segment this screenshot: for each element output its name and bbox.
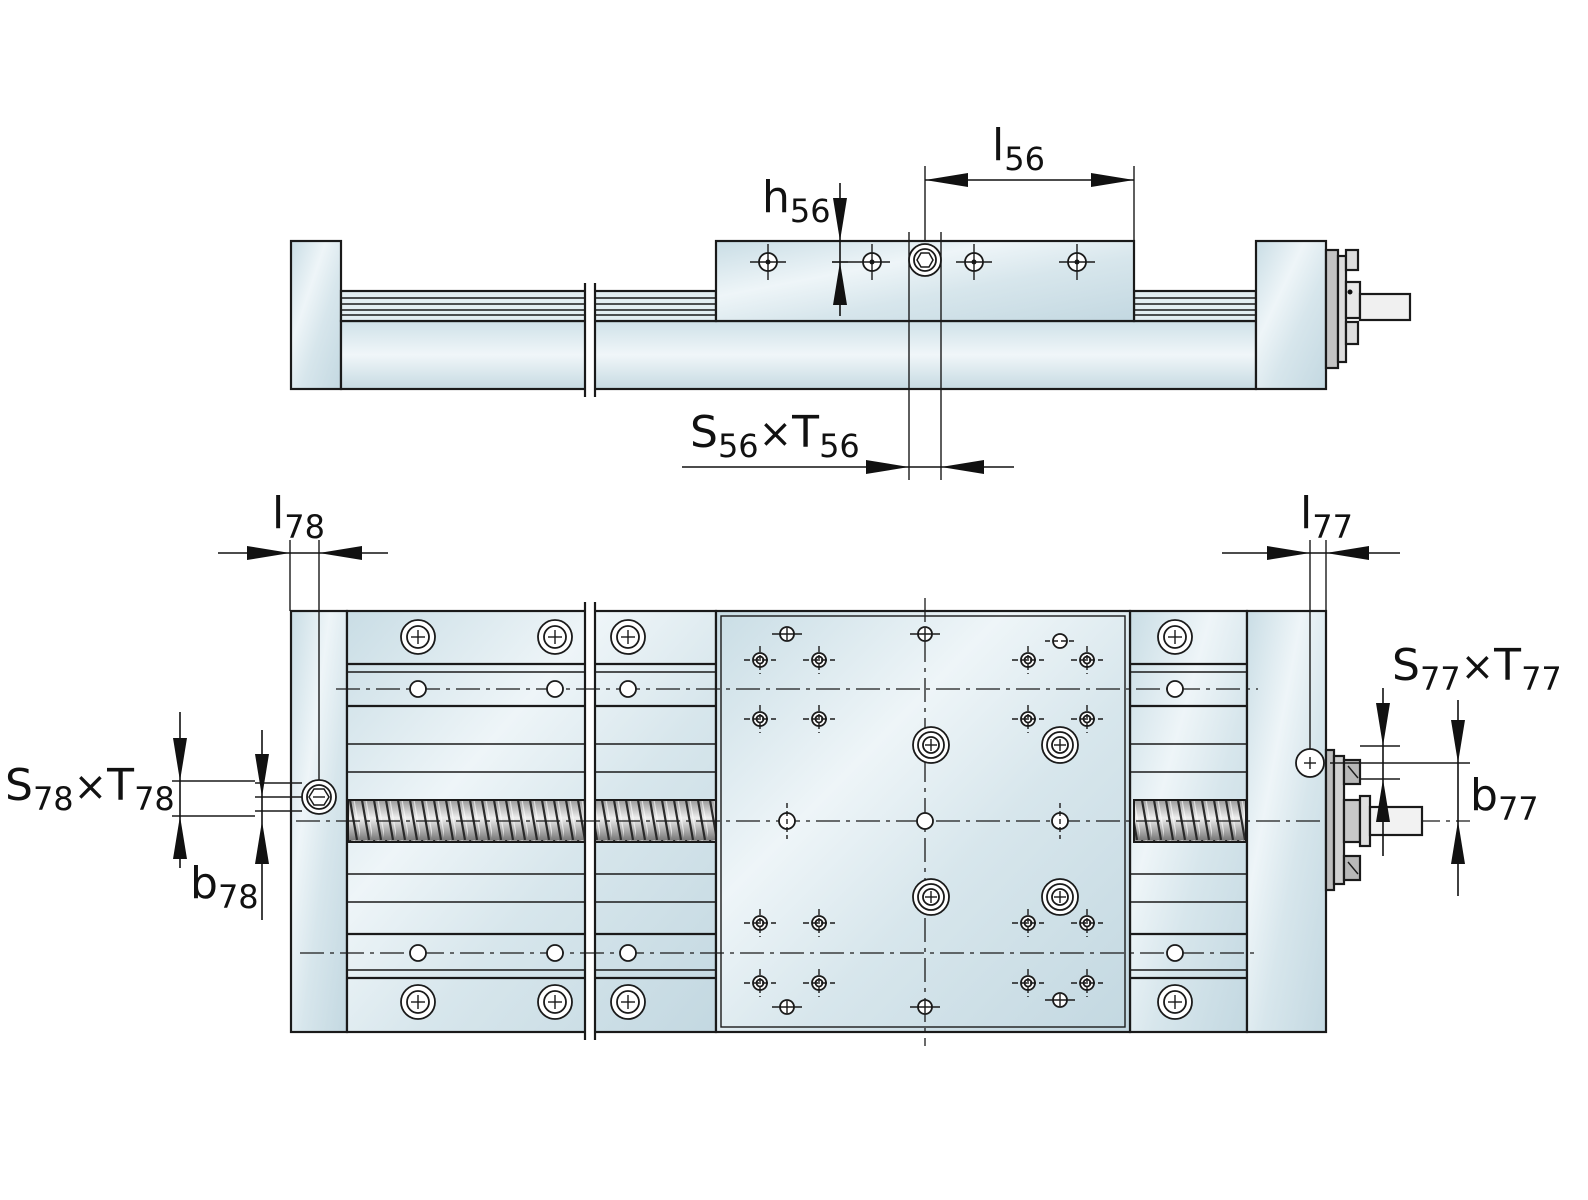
dimension-s78-t78: S78×T78 — [5, 712, 187, 868]
right-end-block — [1254, 239, 1328, 391]
dimension-s56-t56: S56×T56 — [682, 407, 1014, 474]
s56-label: S56×T56 — [690, 407, 860, 465]
dimension-h56: h56 — [762, 172, 847, 316]
l77-label: l77 — [1300, 488, 1353, 546]
guide-rail-left — [339, 289, 718, 323]
break-lines-side — [583, 283, 597, 397]
profile-grooves-right — [1130, 662, 1247, 980]
guide-rail-right — [1132, 289, 1258, 323]
b77-label: b77 — [1470, 770, 1539, 828]
l56-label: l56 — [992, 120, 1045, 178]
l78-label: l78 — [272, 488, 325, 546]
side-view — [289, 166, 1412, 480]
dimension-s77-t77: S77×T77 — [1376, 640, 1562, 856]
carriage-counterbores — [912, 726, 1079, 916]
drive-shaft-side — [1324, 248, 1412, 370]
lube-nipple-right — [1295, 748, 1325, 778]
base-profile — [339, 319, 1258, 391]
lube-nipple-side — [908, 243, 942, 277]
lube-nipple-left — [301, 779, 337, 815]
dimension-l78: l78 — [218, 488, 388, 560]
dimension-b78: b78 — [190, 730, 269, 920]
s77-label: S77×T77 — [1392, 640, 1562, 698]
dimension-b77: b77 — [1451, 700, 1539, 896]
groove-holes — [409, 680, 1184, 962]
plan-view — [172, 540, 1470, 1046]
dimension-l77: l77 — [1222, 488, 1400, 560]
h56-label: h56 — [762, 172, 831, 230]
profile-grooves-left — [347, 662, 716, 980]
s78-label: S78×T78 — [5, 760, 175, 818]
dimension-l56: l56 — [925, 120, 1134, 187]
carriage-small-holes — [772, 626, 1075, 1015]
carriage-threaded-holes — [744, 646, 1103, 997]
bearing-block-plan — [1324, 748, 1424, 892]
b78-label: b78 — [190, 858, 259, 916]
profile-mounting-holes — [400, 619, 1193, 1020]
left-end-block — [289, 239, 343, 391]
